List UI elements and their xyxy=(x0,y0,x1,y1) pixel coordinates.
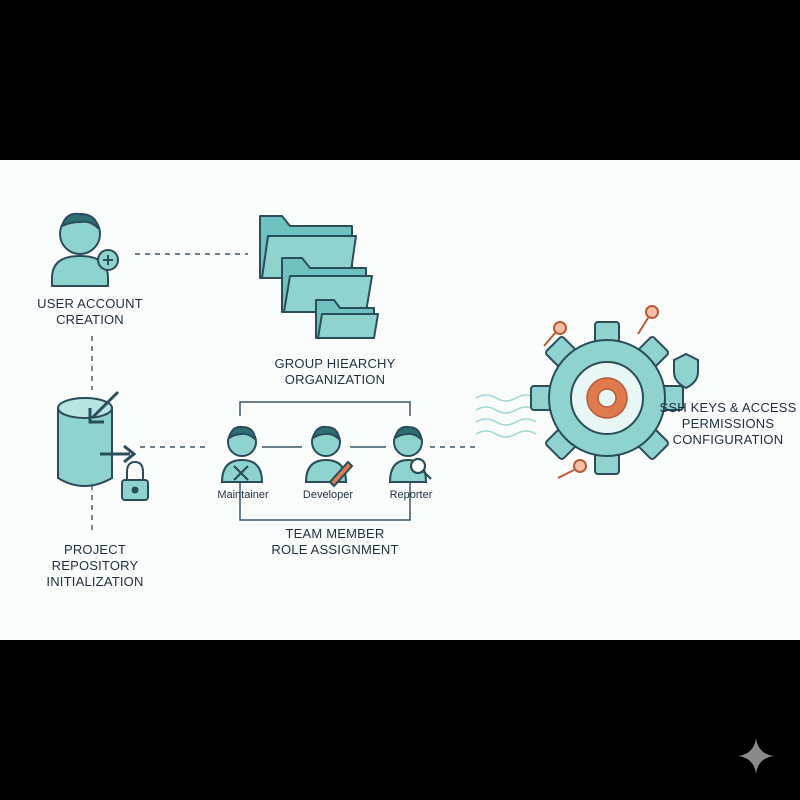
wrench-icon xyxy=(233,465,249,481)
key-icon xyxy=(543,305,659,479)
gear-icon xyxy=(530,321,684,475)
sparkle-icon xyxy=(738,738,774,774)
shield-icon xyxy=(673,352,699,390)
user-plus-icon xyxy=(51,212,119,287)
avatar-reporter xyxy=(388,425,428,483)
label-group-hierarchy: GROUP HIEARCHY ORGANIZATION xyxy=(274,356,396,387)
diagram-canvas: USER ACCOUNT CREATION GROUP HIEARCHY ORG… xyxy=(0,160,800,640)
magnifier-icon xyxy=(409,457,432,480)
role-reporter: Reporter xyxy=(389,489,433,501)
database-icon xyxy=(57,390,137,487)
label-ssh-keys: SSH KEYS & ACCESS PERMISSIONS CONFIGURAT… xyxy=(659,400,797,447)
pencil-icon xyxy=(328,460,354,488)
letterbox-bottom xyxy=(0,640,800,800)
connectors xyxy=(91,253,478,532)
label-team-member: TEAM MEMBER ROLE ASSIGNMENT xyxy=(271,526,399,557)
role-developer: Developer xyxy=(302,489,354,501)
diagram-graphics xyxy=(51,212,699,532)
label-user-account-creation: USER ACCOUNT CREATION xyxy=(37,296,143,327)
lock-icon xyxy=(121,460,149,501)
letterbox-top xyxy=(0,0,800,160)
label-project-repository: PROJECT REPOSITORY INITIALIZATION xyxy=(46,542,144,589)
wave-lines xyxy=(475,394,537,438)
folders-icon xyxy=(259,215,379,339)
team-bracket xyxy=(239,401,411,521)
role-maintainer: Maintainer xyxy=(217,489,269,501)
